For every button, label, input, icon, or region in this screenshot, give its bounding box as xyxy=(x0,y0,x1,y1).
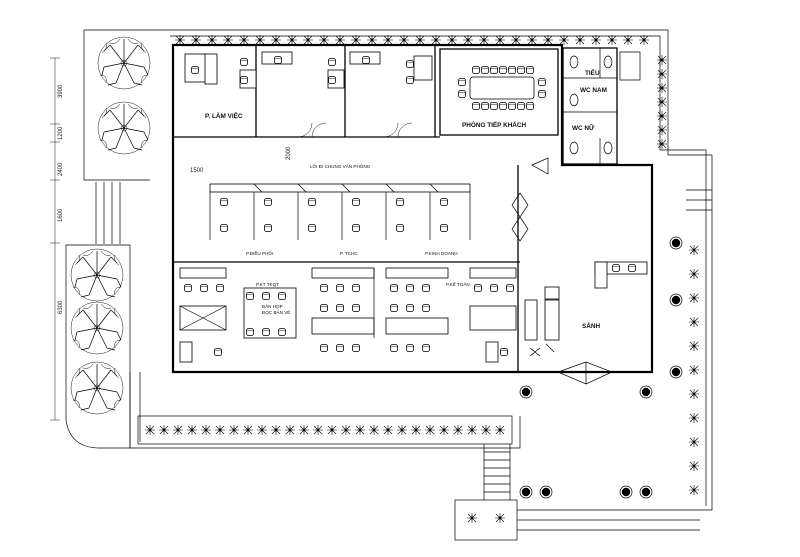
dim-2: 1200 xyxy=(58,126,64,140)
building-walls xyxy=(171,43,654,374)
office-row-top: P. LÀM VIỆC xyxy=(184,51,433,138)
label-wc-men: WC NAM xyxy=(580,87,607,94)
dim-6: 1500 xyxy=(190,168,204,174)
label-urinal: TIỂU xyxy=(585,68,600,77)
side-steps-right xyxy=(686,189,712,211)
dim-4: 1600 xyxy=(58,208,64,222)
dim-5: 6300 xyxy=(58,300,64,314)
dim-1: 3900 xyxy=(58,84,64,98)
label-design-dept: P.KT TKQT xyxy=(256,282,279,287)
lower-terrace xyxy=(129,372,700,541)
reception-room: PHÒNG TIẾP KHÁCH xyxy=(439,48,559,136)
dim-7: 2000 xyxy=(286,146,292,160)
planter-strip-top xyxy=(165,29,713,511)
label-organization: P. TCHC xyxy=(340,251,358,256)
label-deputy-director: P.ĐIỀU PHỐI xyxy=(246,250,273,256)
trees-left-top xyxy=(83,29,165,181)
label-lobby: SẢNH xyxy=(582,321,600,330)
lobby: SẢNH xyxy=(511,157,648,385)
label-business: P.KINH DOANH xyxy=(425,251,458,256)
label-wc-women: WC NỮ xyxy=(572,123,595,132)
trees-left-bottom xyxy=(65,244,131,449)
dimension-chain-left: 3900 1200 2400 1600 6300 xyxy=(50,57,64,421)
label-corridor: LỐI ĐI CHUNG VĂN PHÒNG xyxy=(310,163,371,169)
side-steps xyxy=(95,182,121,244)
workstation-cluster-top: P.ĐIỀU PHỐI P. TCHC P.KINH DOANH xyxy=(209,183,471,256)
label-working-room: P. LÀM VIỆC xyxy=(205,111,243,120)
label-reception-room: PHÒNG TIẾP KHÁCH xyxy=(462,119,527,129)
wc-block: TIỂU WC NAM WC NỮ xyxy=(562,47,641,165)
label-accounting: P.KẾ TOÁN xyxy=(446,281,470,287)
dim-3: 2400 xyxy=(58,162,64,176)
